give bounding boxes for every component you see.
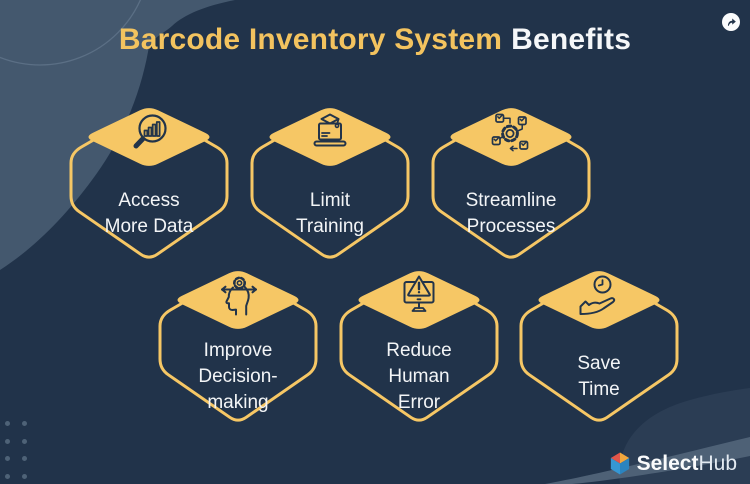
logo-bold-part: Select <box>636 451 699 475</box>
title-rest: Benefits <box>511 23 632 56</box>
logo-wordmark: SelectHub <box>637 452 737 476</box>
head-gear-icon <box>221 276 257 316</box>
monitor-warning-icon <box>403 275 435 312</box>
share-button[interactable] <box>722 13 740 31</box>
dot-grid-decoration <box>5 421 27 479</box>
share-arrow-icon <box>727 18 736 26</box>
selecthub-logo[interactable]: SelectHub <box>609 451 737 476</box>
title-highlight: Barcode Inventory System <box>118 23 503 56</box>
cube-logo-icon <box>610 452 629 475</box>
page-title: Barcode Inventory System Benefits <box>0 20 750 60</box>
hand-clock-icon <box>579 275 616 315</box>
laptop-graduation-icon <box>313 113 347 147</box>
logo-light-part: Hub <box>698 451 737 475</box>
magnifier-chart-icon <box>133 114 167 149</box>
workflow-gear-icon <box>491 113 529 152</box>
